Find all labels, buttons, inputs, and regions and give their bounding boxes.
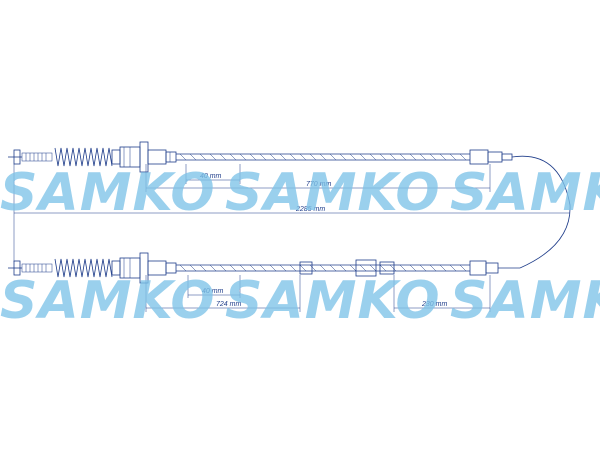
upper-dimensions: 40 mm 770 mm: [145, 164, 491, 192]
dim-center-2285: 2285 mm: [295, 206, 325, 213]
dim-upper-770: 770 mm: [306, 181, 331, 188]
watermark-logo: SAMKO: [450, 271, 600, 331]
watermark-logo: SAMKO: [225, 271, 441, 331]
upper-cable-assembly: [8, 141, 571, 269]
watermark-logo: SAMKO: [450, 163, 600, 223]
watermark-logo: SAMKO: [0, 271, 216, 331]
lower-cable-assembly: [8, 252, 520, 284]
dim-lower-724: 724 mm: [216, 301, 241, 308]
watermark-logo: SAMKO: [225, 163, 441, 223]
lower-dimensions: 40 mm 724 mm 230 mm: [145, 275, 491, 312]
watermark-logo: SAMKO: [0, 163, 216, 223]
dim-lower-40: 40 mm: [202, 288, 224, 295]
dim-upper-40: 40 mm: [200, 173, 222, 180]
center-dimension: 2285 mm: [13, 164, 570, 262]
dim-lower-230: 230 mm: [421, 301, 447, 308]
watermark-layer: SAMKO SAMKO SAMKO SAMKO SAMKO SAMKO: [0, 163, 600, 331]
